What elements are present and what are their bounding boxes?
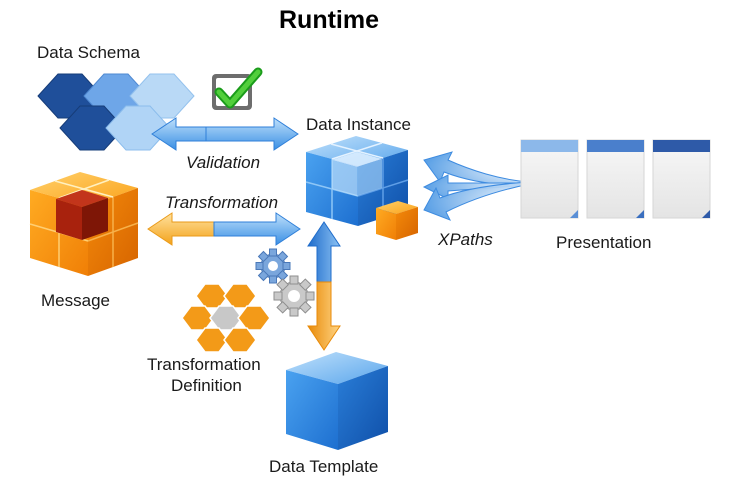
template-arrow-icon [307,221,341,351]
transformation-definition-label-line2: Definition [171,376,242,395]
data-schema-label: Data Schema [37,43,140,62]
blue-cube-stack-icon [305,136,418,240]
transformation-definition-label-line1: Transformation [147,355,261,374]
presentation-label: Presentation [556,233,652,252]
validation-label: Validation [186,153,261,172]
transformation-label: Transformation [165,193,279,212]
xpaths-label: XPaths [438,230,493,249]
blue-hexagon-cluster-icon [37,73,195,151]
orange-hexagon-cluster-icon [181,283,271,353]
checkbox-checkmark-icon [212,67,263,110]
blue-cube-icon [286,352,388,450]
message-label: Message [41,291,110,310]
xpaths-arrow-icon [422,151,531,221]
orange-cube-stack-icon [29,172,139,276]
data-instance-label: Data Instance [306,115,411,134]
document-pages-icon [520,139,711,219]
diagram-title: Runtime [279,6,379,34]
data-template-label: Data Template [269,457,379,476]
validation-arrow-icon [151,117,299,151]
transformation-arrow-icon [147,212,301,246]
gears-icon [255,248,315,317]
